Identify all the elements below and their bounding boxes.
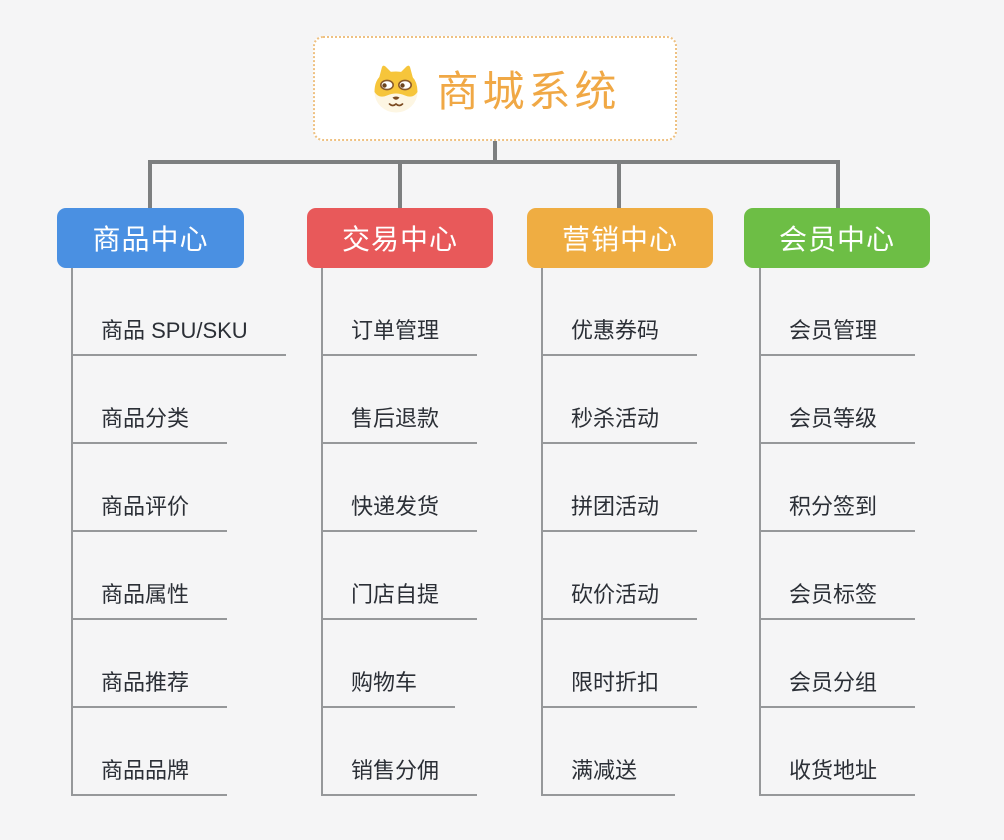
connector-stub-branch-2 — [398, 160, 402, 210]
child-node[interactable]: 砍价活动 — [543, 532, 698, 620]
child-node[interactable]: 订单管理 — [323, 268, 478, 356]
branch-children-trade-center: 订单管理 售后退款 快递发货 门店自提 购物车 销售分佣 — [321, 268, 478, 796]
child-node[interactable]: 秒杀活动 — [543, 356, 698, 444]
root-node[interactable]: 商城系统 — [313, 36, 677, 141]
branch-header-product-center[interactable]: 商品中心 — [57, 208, 244, 268]
root-title: 商城系统 — [436, 68, 621, 115]
child-node[interactable]: 商品属性 — [73, 532, 228, 620]
child-node[interactable]: 会员分组 — [761, 620, 916, 708]
child-node[interactable]: 商品推荐 — [73, 620, 228, 708]
child-node[interactable]: 快递发货 — [323, 444, 478, 532]
connector-stub-branch-1 — [148, 160, 152, 210]
connector-root-drop — [493, 139, 497, 164]
child-node[interactable]: 购物车 — [323, 620, 456, 708]
connector-stub-branch-4 — [836, 160, 840, 210]
branch-header-member-center[interactable]: 会员中心 — [744, 208, 930, 268]
branch-children-marketing-center: 优惠券码 秒杀活动 拼团活动 砍价活动 限时折扣 满减送 — [541, 268, 698, 796]
child-node[interactable]: 满减送 — [543, 708, 676, 796]
child-node[interactable]: 积分签到 — [761, 444, 916, 532]
child-node[interactable]: 会员标签 — [761, 532, 916, 620]
child-node[interactable]: 会员等级 — [761, 356, 916, 444]
child-node[interactable]: 商品分类 — [73, 356, 228, 444]
child-node[interactable]: 优惠券码 — [543, 268, 698, 356]
dog-face-icon — [374, 65, 418, 112]
branch-children-member-center: 会员管理 会员等级 积分签到 会员标签 会员分组 收货地址 — [759, 268, 916, 796]
child-node[interactable]: 会员管理 — [761, 268, 916, 356]
child-node[interactable]: 售后退款 — [323, 356, 478, 444]
child-node[interactable]: 门店自提 — [323, 532, 478, 620]
child-node[interactable]: 商品评价 — [73, 444, 228, 532]
child-node[interactable]: 销售分佣 — [323, 708, 478, 796]
child-node[interactable]: 收货地址 — [761, 708, 916, 796]
child-node[interactable]: 限时折扣 — [543, 620, 698, 708]
child-node[interactable]: 商品 SPU/SKU — [73, 268, 286, 356]
branch-children-product-center: 商品 SPU/SKU 商品分类 商品评价 商品属性 商品推荐 商品品牌 — [71, 268, 286, 796]
branch-header-marketing-center[interactable]: 营销中心 — [527, 208, 713, 268]
child-node[interactable]: 商品品牌 — [73, 708, 228, 796]
connector-stub-branch-3 — [617, 160, 621, 210]
child-node[interactable]: 拼团活动 — [543, 444, 698, 532]
connector-horizontal — [148, 160, 840, 164]
branch-header-trade-center[interactable]: 交易中心 — [307, 208, 493, 268]
